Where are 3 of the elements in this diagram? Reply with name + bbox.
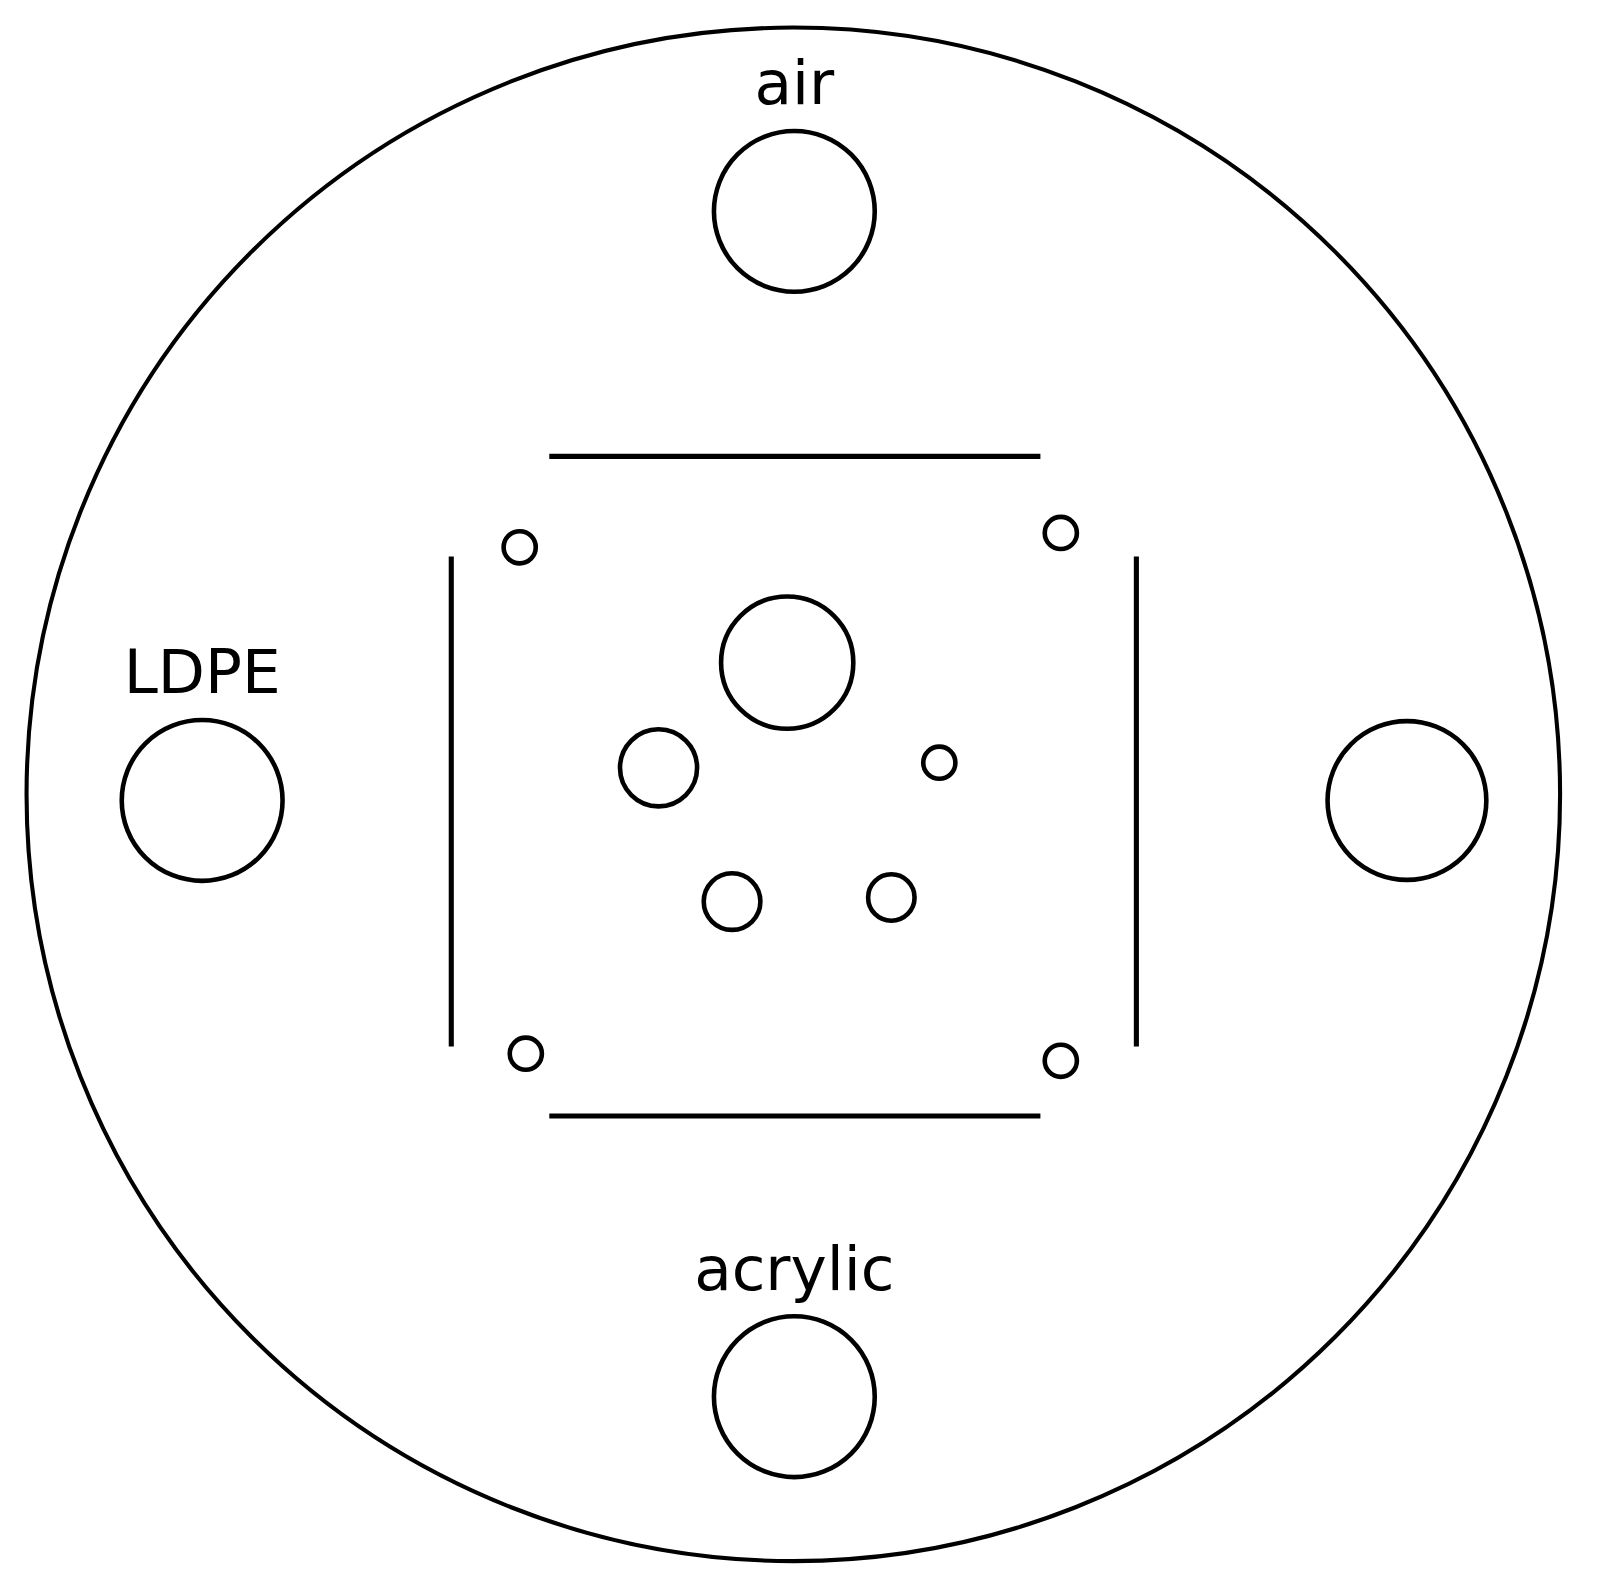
material-label: LDPE [123, 636, 281, 708]
material-label: acrylic [694, 1232, 895, 1304]
material-label: air [754, 46, 835, 119]
